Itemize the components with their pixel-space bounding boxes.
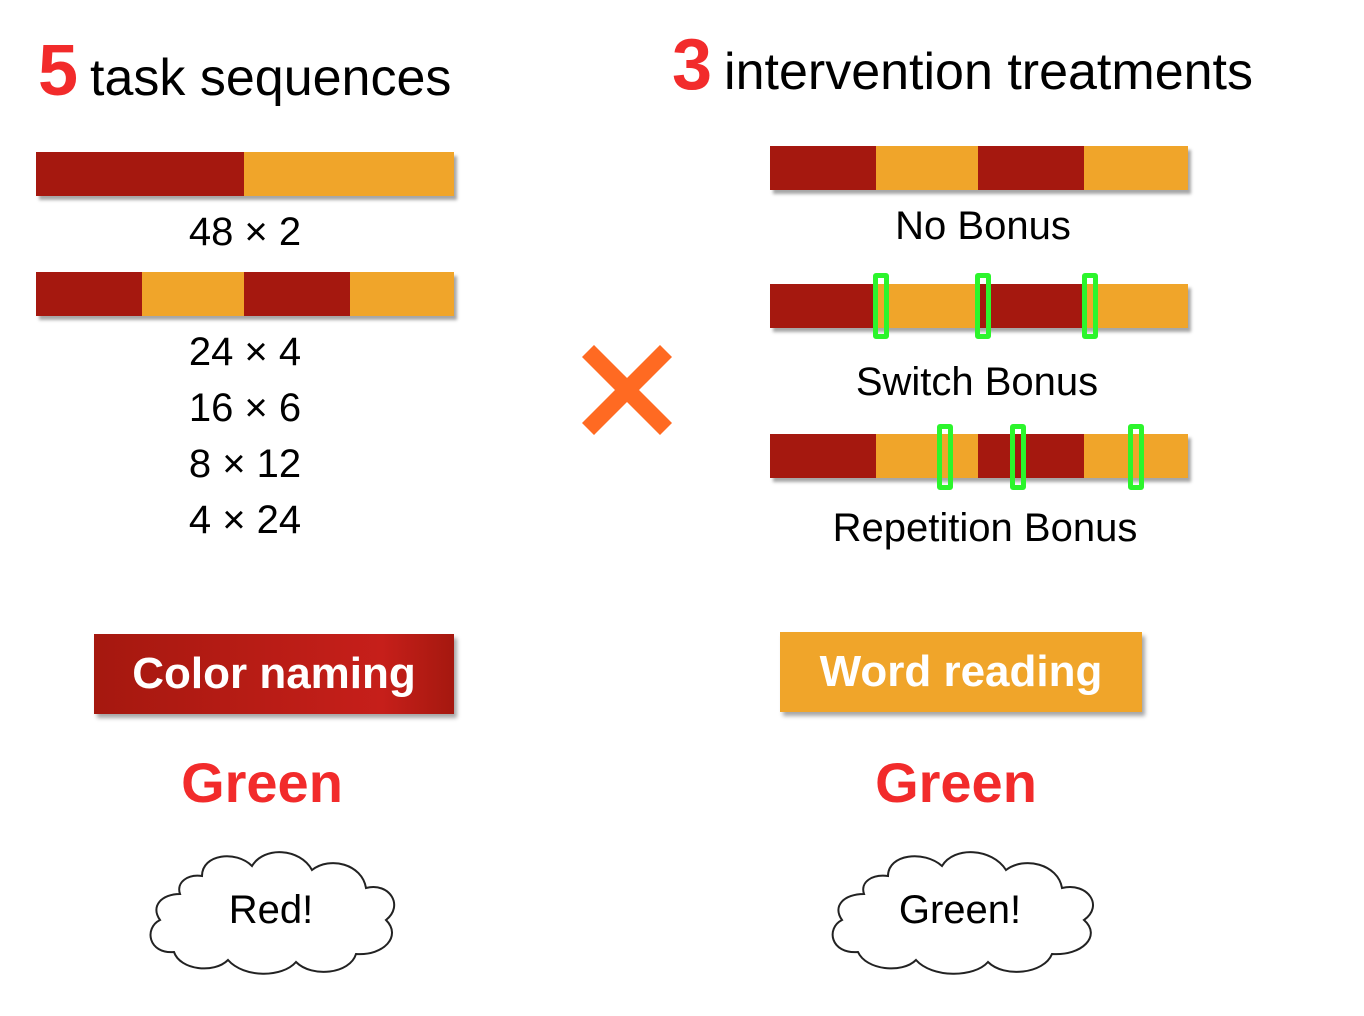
sequence-count: 5 — [38, 31, 79, 111]
thought-cloud-left — [149, 851, 396, 975]
left-heading-text: task sequences — [90, 49, 452, 107]
word-reading-block — [876, 146, 978, 190]
sequence-label: 48 × 2 — [188, 210, 302, 254]
color-naming-task-box: Color naming — [94, 634, 454, 714]
word-reading-task-box: Word reading — [780, 632, 1142, 712]
color-naming-block — [244, 272, 350, 316]
word-reading-block — [876, 284, 978, 328]
word-reading-block — [350, 272, 454, 316]
color-naming-block — [770, 434, 876, 478]
stimulus-word-left: Green — [181, 751, 343, 814]
sequence-bar-48x2 — [36, 152, 454, 196]
word-reading-block — [1084, 146, 1188, 190]
stimulus-word-right: Green — [875, 751, 1037, 814]
sequence-bar-24x4 — [36, 272, 454, 316]
word-reading-block — [1084, 434, 1188, 478]
response-left: Red! — [228, 888, 314, 932]
color-naming-block — [36, 272, 142, 316]
treatment-count: 3 — [672, 25, 713, 105]
color-naming-block — [978, 434, 1084, 478]
color-naming-block — [978, 284, 1084, 328]
bonus-marker — [1082, 273, 1098, 339]
color-naming-block — [770, 284, 876, 328]
treatment-label: No Bonus — [895, 204, 1071, 248]
color-naming-block — [978, 146, 1084, 190]
treatment-label: Repetition Bonus — [832, 506, 1138, 550]
bonus-marker — [937, 424, 953, 490]
sequence-label: 4 × 24 — [188, 498, 302, 542]
multiply-icon — [582, 345, 672, 435]
sequence-label: 24 × 4 — [188, 330, 302, 374]
bonus-marker — [975, 273, 991, 339]
sequence-list: 24 × 4 16 × 6 8 × 12 4 × 24 — [36, 324, 454, 548]
color-naming-block — [770, 146, 876, 190]
bonus-marker — [873, 273, 889, 339]
thought-cloud-right — [831, 851, 1094, 975]
treatment-bar-no-bonus — [770, 146, 1188, 190]
word-reading-block — [244, 152, 454, 196]
word-reading-block — [876, 434, 978, 478]
sequence-label: 8 × 12 — [188, 442, 302, 486]
bonus-marker — [1128, 424, 1144, 490]
treatment-bar-repetition-bonus — [770, 434, 1188, 478]
sequence-label: 16 × 6 — [188, 386, 302, 430]
word-reading-block — [1084, 284, 1188, 328]
bonus-marker — [1010, 424, 1026, 490]
treatment-bar-switch-bonus — [770, 284, 1188, 328]
right-heading-text: intervention treatments — [724, 43, 1253, 101]
treatment-label: Switch Bonus — [855, 360, 1099, 404]
color-naming-block — [36, 152, 244, 196]
response-right: Green! — [898, 888, 1022, 932]
word-reading-block — [142, 272, 244, 316]
